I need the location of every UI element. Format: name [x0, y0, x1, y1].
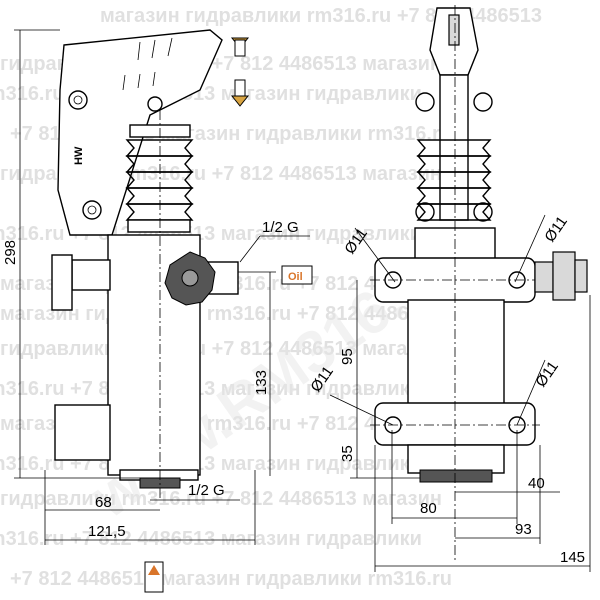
- front-view: Ø11 Ø11 Ø11 Ø11 95 35 80 40 93 145: [307, 5, 591, 572]
- down-arrow-icon: [230, 79, 250, 107]
- dim-93: 93: [515, 521, 532, 538]
- side-dimensions: 298 133 1/2 G 68 121,5 1/2 G: [2, 29, 310, 545]
- watermark-line: +7 812 4486513 магазин гидравлики rm316.…: [10, 568, 452, 590]
- bottom-oil-icon: [144, 561, 164, 593]
- oil-port-icon: Oil: [281, 265, 313, 285]
- release-knob: [164, 251, 216, 306]
- pump-body: [51, 110, 239, 500]
- dim-133: 133: [253, 370, 270, 395]
- dim-68: 68: [95, 494, 112, 511]
- watermark-line: магазин гидравлики rm316.ru +7 812 44865…: [100, 5, 542, 27]
- oil-label: Oil: [288, 271, 303, 283]
- dim-80: 80: [420, 500, 437, 517]
- side-fitting: [534, 251, 588, 301]
- dim-121-5: 121,5: [88, 523, 126, 540]
- dim-port-bottom: 1/2 G: [188, 482, 225, 499]
- dim-145: 145: [560, 549, 585, 566]
- dim-hole-tr: Ø11: [541, 213, 571, 245]
- dim-35: 35: [339, 445, 356, 462]
- up-arrow-icon: [230, 37, 250, 57]
- front-body: [370, 5, 540, 560]
- lever-fork: [415, 7, 493, 222]
- front-bellows: [416, 139, 492, 221]
- watermark-line: rm316.ru +7 812 4486513 магазин гидравли…: [0, 528, 422, 550]
- dim-298: 298: [2, 240, 19, 265]
- watermark-line: rm316.ru +7 812 4486513 магазин гидравли…: [0, 378, 422, 400]
- dim-95: 95: [339, 348, 356, 365]
- dim-port-top: 1/2 G: [262, 219, 299, 236]
- watermark-line: гидравлики rm316.ru +7 812 4486513 магаз…: [0, 488, 442, 510]
- side-view: HW: [2, 29, 313, 593]
- dim-hole-br: Ø11: [532, 358, 562, 390]
- dim-40: 40: [528, 475, 545, 492]
- brand-label: HW: [73, 146, 85, 165]
- bellows: [125, 124, 194, 233]
